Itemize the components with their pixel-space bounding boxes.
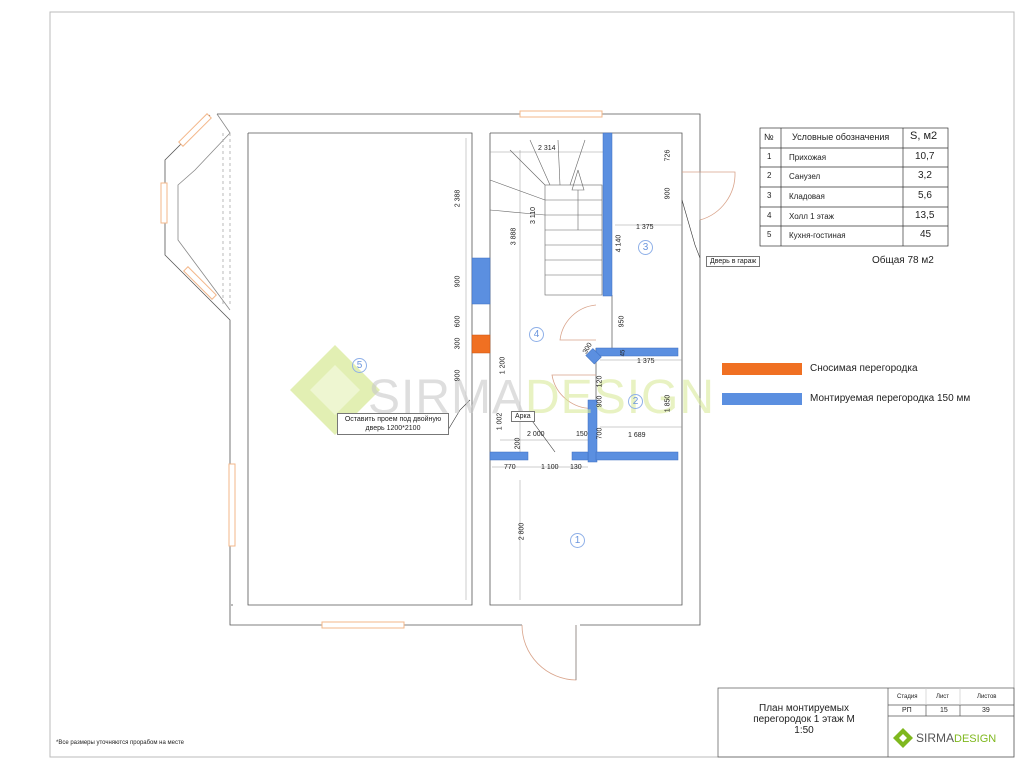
footnote: *Все размеры уточняются прорабом на мест… <box>56 740 184 746</box>
sheet-frame <box>49 11 1015 758</box>
windows <box>160 110 603 629</box>
dim-label: 150 <box>576 431 588 438</box>
dim-label: 900 <box>454 369 462 382</box>
dim-label: 3 888 <box>510 227 518 246</box>
room-number-marker: 1 <box>570 533 585 548</box>
dim-label: 700 <box>596 427 604 440</box>
dim-label: 900 <box>596 395 604 408</box>
table-row-area: 3,2 <box>918 170 932 181</box>
table-row-name: Кладовая <box>789 192 825 201</box>
table-row-area: 5,6 <box>918 190 932 201</box>
floor-plan <box>164 113 736 681</box>
garage-door-annotation: Дверь в гараж <box>706 256 761 267</box>
stage-value: РП <box>902 707 912 714</box>
table-row-num: 5 <box>767 230 772 239</box>
dim-label: 120 <box>596 375 604 388</box>
dim-label: 3 110 <box>530 207 537 224</box>
dim-label: 2 800 <box>518 522 526 541</box>
table-row-num: 1 <box>767 152 772 161</box>
dim-label: 300 <box>454 337 462 350</box>
dim-label: 770 <box>504 464 516 471</box>
table-header-num: № <box>764 132 774 142</box>
rooms-table-grid <box>759 127 949 247</box>
drawing-title: План монтируемых перегородок 1 этаж М 1:… <box>753 703 855 736</box>
dim-label: 4 140 <box>615 234 623 253</box>
dim-label: 1 100 <box>541 464 559 471</box>
opening-annotation: Оставить проем под двойную дверь 1200*21… <box>337 413 449 435</box>
sheets-label: Листов <box>977 694 997 700</box>
dim-label: 2 000 <box>527 431 545 438</box>
sheet-label: Лист <box>936 694 950 700</box>
new-partitions <box>471 132 679 463</box>
table-row-area: 45 <box>920 229 932 240</box>
table-row-num: 3 <box>767 191 772 200</box>
table-row-num: 4 <box>767 211 772 220</box>
dim-label: 2 388 <box>454 189 462 208</box>
room-number-marker: 5 <box>352 358 367 373</box>
room-number-marker: 2 <box>628 394 643 409</box>
logo-text: SIRMADESIGN <box>916 732 996 745</box>
legend-label-demolished: Сносимая перегородка <box>810 363 918 374</box>
dim-label: 200 <box>514 437 522 450</box>
dim-label: 1 002 <box>496 412 504 431</box>
dim-label: 1 850 <box>664 394 672 413</box>
table-row-area: 10,7 <box>915 151 935 162</box>
dim-label: 600 <box>454 315 462 328</box>
dim-label: 900 <box>664 187 672 200</box>
sheets-value: 39 <box>982 707 990 714</box>
demolished-partition <box>471 334 491 354</box>
dim-label: 900 <box>454 275 462 288</box>
logo-text-1: SIRMA <box>916 731 955 745</box>
staircase <box>489 139 603 296</box>
watermark-text-2: DESIGN <box>525 371 716 424</box>
room-number-marker: 4 <box>529 327 544 342</box>
table-row-num: 2 <box>767 171 772 180</box>
dim-label: 1 375 <box>637 358 655 365</box>
dim-label: 950 <box>618 315 626 328</box>
annotation-leaders <box>447 199 701 453</box>
arch-annotation: Арка <box>511 411 535 422</box>
sheet-value: 15 <box>940 707 948 714</box>
table-row-name: Санузел <box>789 172 821 181</box>
table-row-name: Кухня-гостиная <box>789 231 846 240</box>
dim-label: 1 689 <box>628 432 646 439</box>
legend-swatch-demolished <box>722 363 802 375</box>
logo-text-2: DESIGN <box>954 733 997 745</box>
title-block-grid <box>717 687 1015 758</box>
stage-label: Стадия <box>897 694 918 700</box>
dim-label: 130 <box>570 464 582 471</box>
table-row-area: 13,5 <box>915 210 935 221</box>
dim-label: 2 314 <box>538 145 556 152</box>
dim-label: 1 200 <box>499 356 507 375</box>
logo-mark <box>893 728 913 748</box>
legend-label-new: Монтируемая перегородка 150 мм <box>810 393 971 404</box>
room-number-marker: 3 <box>638 240 653 255</box>
legend-swatch-new <box>722 393 802 405</box>
total-area: Общая 78 м2 <box>872 255 934 266</box>
dim-label: 726 <box>664 149 672 162</box>
table-header-area: S, м2 <box>910 130 938 142</box>
table-row-name: Холл 1 этаж <box>789 212 835 221</box>
table-row-name: Прихожая <box>789 153 827 162</box>
table-header-name: Условные обозначения <box>792 132 890 142</box>
dim-label: 1 375 <box>636 224 654 231</box>
dim-label: 45 <box>620 349 627 357</box>
